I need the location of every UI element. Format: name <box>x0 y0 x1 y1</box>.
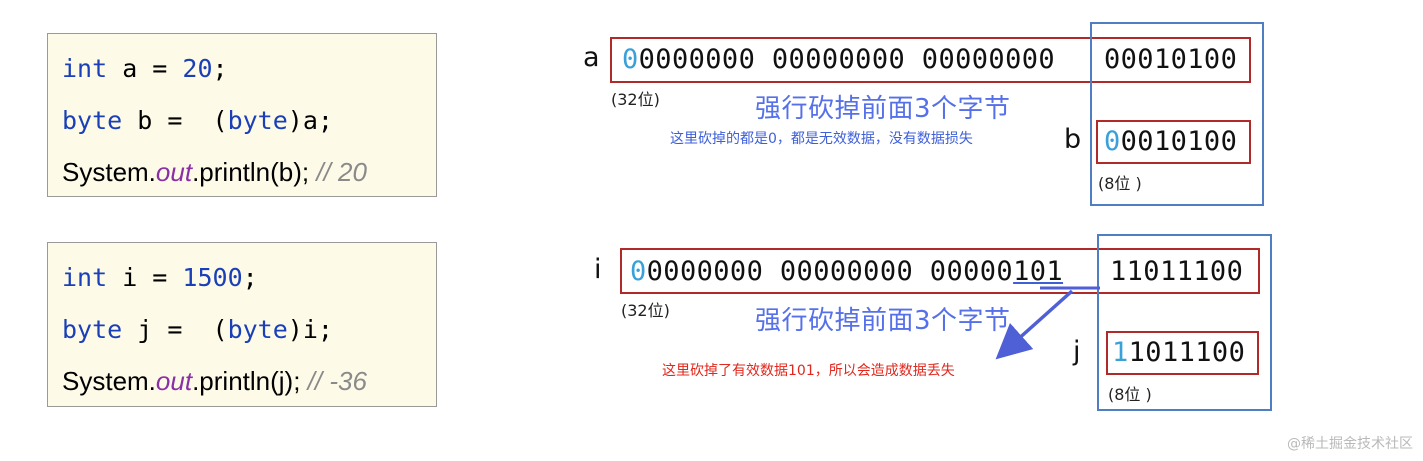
code-text: b = ( <box>122 106 228 135</box>
source-bits-a: 00000000 00000000 00000000 <box>622 44 1055 75</box>
code-text: .println(j); <box>192 366 308 396</box>
code-text: )i; <box>287 315 333 344</box>
code-text: ; <box>242 263 258 292</box>
target-bits-j: 11011100 <box>1112 337 1245 368</box>
var-label-a: a <box>583 42 600 73</box>
target-bits-box-j <box>1106 331 1259 375</box>
truncated-bits: 0000000 00000000 00000 <box>646 256 1014 287</box>
code-line-print-j: System.out.println(j); // -36 <box>62 366 367 397</box>
code-text: a = <box>107 54 183 83</box>
bitcount-32-a: (32位) <box>611 90 660 109</box>
source-bits-box-i <box>620 248 1260 294</box>
out-field: out <box>155 157 193 187</box>
code-comment: // 20 <box>316 157 367 187</box>
bitcount-8-j: (8位 ) <box>1108 385 1152 404</box>
source-bits-box-a <box>610 37 1251 83</box>
first-bit: 0 <box>622 44 639 75</box>
bitcount-8-b: (8位 ) <box>1098 174 1142 193</box>
keyword-int: int <box>62 54 108 83</box>
target-bits-b: 00010100 <box>1104 126 1237 157</box>
code-text: ; <box>212 54 228 83</box>
keyword-byte: byte <box>62 106 123 135</box>
code-text: System. <box>62 366 156 396</box>
code-line-declare-a: int a = 20; <box>62 54 228 83</box>
kept-bits-a: 00010100 <box>1104 44 1238 75</box>
target-bits-box-b <box>1096 120 1251 164</box>
code-box-example2: int i = 1500; byte j = (byte)i; System.o… <box>47 242 437 407</box>
keyword-byte-cast: byte <box>227 106 288 135</box>
code-text: .println(b); <box>192 157 317 187</box>
keyword-byte-cast: byte <box>227 315 288 344</box>
code-text: )a; <box>287 106 333 135</box>
literal-number: 20 <box>182 54 213 83</box>
bitcount-32-i: (32位) <box>621 301 670 320</box>
kept-byte-highlight-i <box>1097 234 1272 411</box>
arrow-line <box>995 289 1074 360</box>
first-bit: 0 <box>1104 126 1121 157</box>
var-label-j: j <box>1073 336 1081 367</box>
code-text: j = ( <box>122 315 228 344</box>
code-box-example1: int a = 20; byte b = (byte)a; System.out… <box>47 33 437 197</box>
code-line-declare-i: int i = 1500; <box>62 263 258 292</box>
code-comment: // -36 <box>307 366 367 396</box>
cut-label-i: 强行砍掉前面3个字节 <box>755 306 1011 336</box>
keyword-int: int <box>62 263 108 292</box>
code-line-print-b: System.out.println(b); // 20 <box>62 157 367 188</box>
keyword-byte: byte <box>62 315 123 344</box>
target-bits-rest: 0010100 <box>1120 126 1238 157</box>
truncated-bits: 0000000 00000000 00000000 <box>638 44 1056 75</box>
cut-label-a: 强行砍掉前面3个字节 <box>755 94 1011 124</box>
literal-number: 1500 <box>182 263 243 292</box>
var-label-i: i <box>594 254 602 285</box>
watermark: @稀土掘金技术社区 <box>1287 436 1413 452</box>
note-no-loss: 这里砍掉的都是0，都是无效数据，没有数据损失 <box>670 131 973 147</box>
lost-bits-underlined: 101 <box>1013 256 1064 287</box>
note-data-loss: 这里砍掉了有效数据101，所以会造成数据丢失 <box>662 363 955 379</box>
code-text: i = <box>107 263 183 292</box>
code-line-cast-j: byte j = (byte)i; <box>62 315 333 344</box>
kept-byte-highlight-a <box>1090 22 1264 206</box>
kept-bits-i: 11011100 <box>1110 256 1244 287</box>
source-bits-i: 00000000 00000000 00000101 <box>630 256 1063 287</box>
code-text: System. <box>62 157 156 187</box>
out-field: out <box>155 366 193 396</box>
code-line-cast-b: byte b = (byte)a; <box>62 106 333 135</box>
first-bit: 0 <box>630 256 647 287</box>
var-label-b: b <box>1064 124 1082 155</box>
target-bits-rest: 1011100 <box>1128 337 1246 368</box>
first-bit: 1 <box>1112 337 1129 368</box>
